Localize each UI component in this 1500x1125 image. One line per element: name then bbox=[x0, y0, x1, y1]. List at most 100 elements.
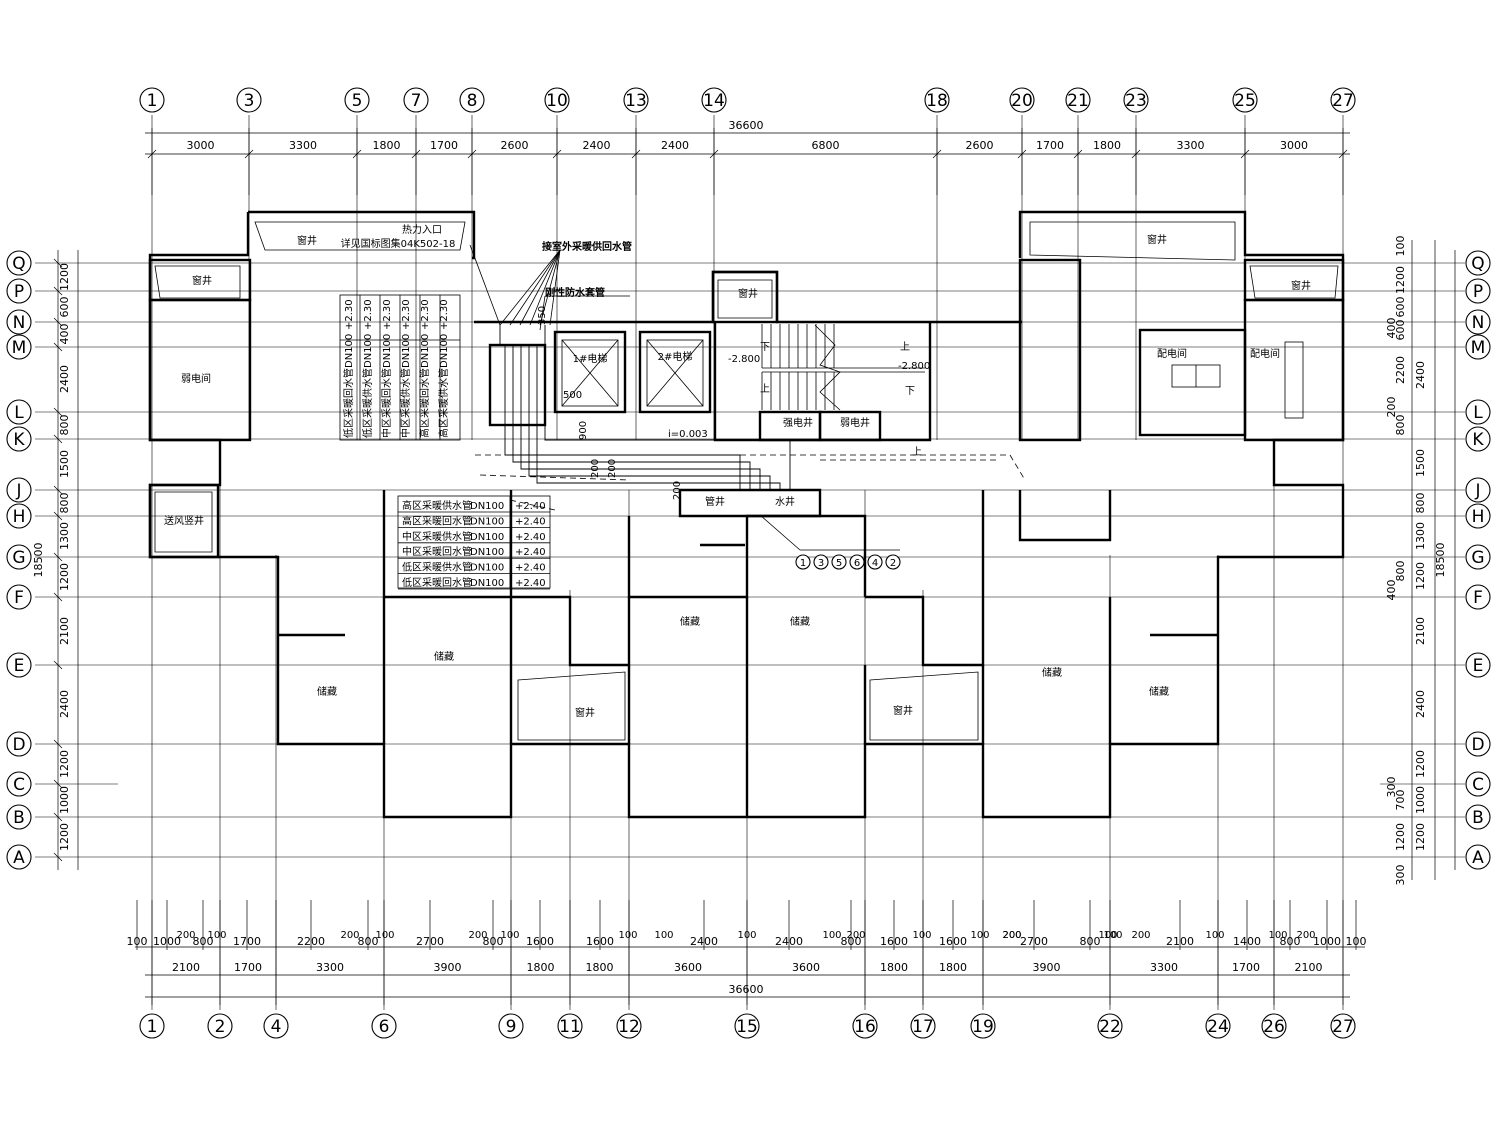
note-slope: i=0.003 bbox=[668, 429, 708, 440]
left-dimension-value: 1300 bbox=[58, 522, 71, 550]
grid-bubble-top-7: 7 bbox=[403, 87, 429, 113]
right-dimension-value: 2100 bbox=[1414, 617, 1427, 645]
pipe-tag-circle bbox=[831, 554, 847, 570]
grid-bubble-left-L: L bbox=[6, 399, 32, 425]
room-window-well-6: 窗井 bbox=[575, 706, 595, 719]
grid-bubble-right-F: F bbox=[1465, 584, 1491, 610]
grid-bubble-right-L-label: L bbox=[1473, 403, 1483, 423]
grid-bubble-bottom-4-label: 4 bbox=[271, 1017, 282, 1037]
grid-bubble-top-14-label: 14 bbox=[703, 91, 725, 111]
grid-bubble-left-D: D bbox=[6, 731, 32, 757]
grid-bubble-left-F: F bbox=[6, 584, 32, 610]
pipe-table-name: 低区采暖回水管 bbox=[402, 576, 472, 589]
room-window-well-3: 窗井 bbox=[1147, 233, 1167, 246]
grid-bubble-top-5-label: 5 bbox=[352, 91, 363, 111]
vertical-pipe-label: 低区采暖供水管DN100 bbox=[361, 334, 374, 438]
bottom-dimension-value: 3900 bbox=[434, 961, 462, 974]
grid-bubble-right-N-label: N bbox=[1472, 313, 1485, 333]
bottom-detail-dimension: 1700 bbox=[233, 935, 261, 948]
top-dimension-value: 6800 bbox=[812, 139, 840, 152]
note-dim-350: 350 bbox=[537, 306, 548, 325]
right-dimension-value: 600 bbox=[1394, 320, 1407, 341]
grid-bubble-top-18: 18 bbox=[924, 87, 950, 113]
grid-bubble-right-B-label: B bbox=[1472, 808, 1484, 828]
bottom-detail-dimension: 800 bbox=[483, 935, 504, 948]
grid-bubble-bottom-26: 26 bbox=[1261, 1013, 1287, 1039]
bottom-small-dimension: 200 bbox=[846, 930, 865, 941]
grid-bubble-right-H: H bbox=[1465, 503, 1491, 529]
room-water-shaft: 水井 bbox=[775, 495, 795, 508]
grid-bubble-right-K-label: K bbox=[1472, 430, 1484, 450]
bottom-detail-dimension: 2100 bbox=[1166, 935, 1194, 948]
bottom-small-dimension: 100 bbox=[737, 930, 756, 941]
left-dimension-value: 2400 bbox=[58, 365, 71, 393]
right-dimension-value: 2400 bbox=[1414, 361, 1427, 389]
grid-bubble-left-A: A bbox=[6, 844, 32, 870]
top-dimension-value: 1700 bbox=[430, 139, 458, 152]
grid-bubble-left-J: J bbox=[6, 477, 32, 503]
grid-bubble-right-H-label: H bbox=[1472, 507, 1485, 527]
room-elevator-2: 2#电梯 bbox=[658, 350, 693, 363]
bottom-small-dimension: 100 bbox=[1103, 930, 1122, 941]
bottom-detail-dimension: 800 bbox=[193, 935, 214, 948]
grid-bubble-bottom-11: 11 bbox=[557, 1013, 583, 1039]
grid-bubble-right-C-label: C bbox=[1472, 775, 1484, 795]
grid-bubble-bottom-12: 12 bbox=[616, 1013, 642, 1039]
top-dimension-value: 2400 bbox=[661, 139, 689, 152]
pipe-tag-circle bbox=[867, 554, 883, 570]
annotations: 热力入口 详见国标图集04K502-18 接室外采暖供回水管 刚性防水套管 i=… bbox=[341, 223, 931, 500]
room-storage-4: 储藏 bbox=[790, 615, 810, 628]
room-storage-1: 储藏 bbox=[317, 685, 337, 698]
room-window-well-4: 窗井 bbox=[1291, 279, 1311, 292]
pipe-table-name: 高区采暖回水管 bbox=[402, 514, 472, 527]
vertical-pipe-label-box: 低区采暖回水管DN100+2.30低区采暖供水管DN100+2.30中区采暖回水… bbox=[339, 294, 461, 441]
grid-bubble-bottom-2: 2 bbox=[207, 1013, 233, 1039]
bottom-dimension-value: 3600 bbox=[674, 961, 702, 974]
grid-bubble-left-A-label: A bbox=[13, 848, 25, 868]
grid-bubble-top-14: 14 bbox=[701, 87, 727, 113]
grid-bubble-top-8-label: 8 bbox=[467, 91, 478, 111]
pipe-table-elev: +2.40 bbox=[515, 516, 546, 527]
bottom-detail-dimension: 2400 bbox=[775, 935, 803, 948]
room-weak-electric: 弱电间 bbox=[181, 372, 211, 385]
grid-bubble-top-10: 10 bbox=[544, 87, 570, 113]
grid-bubble-left-C-label: C bbox=[13, 775, 25, 795]
grid-bubble-left-P: P bbox=[6, 278, 32, 304]
heating-pipes bbox=[469, 244, 1026, 551]
pipe-table-name: 中区采暖供水管 bbox=[402, 530, 472, 543]
bottom-small-dimension: 100 bbox=[375, 930, 394, 941]
right-dimension-value: 1200 bbox=[1414, 750, 1427, 778]
top-total-dimension: 36600 bbox=[729, 119, 764, 132]
bottom-dimension-value: 1700 bbox=[234, 961, 262, 974]
room-weak-electric-well: 弱电井 bbox=[840, 416, 870, 429]
grid-bubble-left-B-label: B bbox=[13, 808, 25, 828]
grid-bubble-right-Q: Q bbox=[1465, 250, 1491, 276]
bottom-detail-dimension: 100 bbox=[127, 935, 148, 948]
power-room-equipment bbox=[1171, 341, 1304, 419]
grid-bubble-bottom-22-label: 22 bbox=[1099, 1017, 1121, 1037]
grid-bubble-bottom-9-label: 9 bbox=[506, 1017, 517, 1037]
note-dim-200a: 200 bbox=[590, 459, 601, 478]
bottom-detail-dimension: 1400 bbox=[1233, 935, 1261, 948]
pipe-table-elev: +2.40 bbox=[515, 578, 546, 589]
grid-bubble-left-D-label: D bbox=[12, 735, 25, 755]
right-dimension-value: 1200 bbox=[1414, 823, 1427, 851]
pipe-table: 高区采暖供水管DN100+2.40高区采暖回水管DN100+2.40中区采暖供水… bbox=[397, 495, 551, 590]
bottom-small-dimension: 100 bbox=[1205, 930, 1224, 941]
note-stair-up-2: 上 bbox=[900, 341, 910, 353]
grid-bubble-top-3-label: 3 bbox=[244, 91, 255, 111]
bottom-detail-dimension: 2700 bbox=[416, 935, 444, 948]
grid-bubble-right-J: J bbox=[1465, 477, 1491, 503]
grid-bubble-right-P: P bbox=[1465, 278, 1491, 304]
grid-bubble-right-J-label: J bbox=[1474, 481, 1480, 501]
staircase bbox=[761, 324, 925, 411]
bottom-dimension-value: 3900 bbox=[1033, 961, 1061, 974]
pipe-table-size: DN100 bbox=[470, 516, 504, 527]
grid-bubble-right-A: A bbox=[1465, 844, 1491, 870]
grid-bubble-top-1-label: 1 bbox=[147, 91, 158, 111]
bottom-detail-dimension: 2400 bbox=[690, 935, 718, 948]
vertical-pipe-elevation: +2.30 bbox=[439, 299, 450, 330]
grid-bubble-left-P-label: P bbox=[14, 282, 24, 302]
